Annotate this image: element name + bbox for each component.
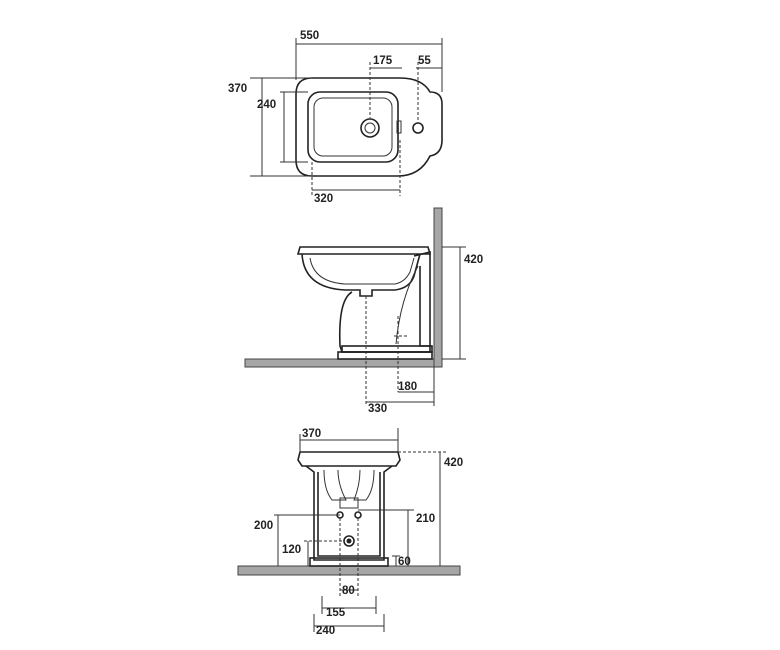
dim-front-supply-spacing: 155 — [326, 607, 346, 619]
dim-front-width: 370 — [302, 428, 321, 440]
side-view: 420 180 330 — [244, 207, 483, 415]
overflow-slot — [396, 120, 402, 134]
dim-top-bowl-length: 320 — [314, 193, 333, 205]
side-view-pedestal — [338, 291, 431, 353]
drain-icon — [360, 118, 380, 138]
tap-hole-icon — [412, 122, 424, 134]
dim-top-inner-depth: 240 — [257, 99, 276, 111]
dim-side-waste-wall: 180 — [398, 381, 417, 393]
front-view-rim — [297, 451, 401, 467]
waste-outlet-icon — [343, 535, 355, 547]
dim-top-depth: 370 — [228, 83, 247, 95]
side-view-base — [341, 345, 433, 353]
side-view-bowl — [301, 253, 421, 297]
side-view-rim — [296, 246, 432, 255]
dim-top-hole-offset: 175 — [373, 55, 393, 67]
top-view-rim — [295, 77, 443, 177]
dim-top-width: 550 — [300, 30, 319, 42]
waste-outlet-center-icon — [346, 538, 352, 544]
dim-front-waste-height: 120 — [282, 544, 301, 556]
dim-front-height: 420 — [444, 457, 463, 469]
top-view-bowl — [307, 91, 399, 163]
dim-front-supply-height: 200 — [254, 520, 273, 532]
drain-inner-icon — [364, 122, 376, 134]
side-view-plinth — [337, 351, 433, 360]
front-view-body — [305, 465, 393, 561]
side-view-wall — [433, 207, 443, 368]
dim-front-supply-height-right: 210 — [416, 513, 435, 525]
front-view-floor — [237, 565, 461, 576]
top-view-bowl-inner — [313, 97, 393, 157]
dim-front-base-height: 60 — [398, 556, 411, 568]
front-view: 370 420 200 210 120 60 80 155 — [237, 428, 463, 637]
fix-hole-right-icon — [354, 511, 362, 519]
front-view-base — [309, 557, 389, 567]
dim-side-height: 420 — [464, 254, 483, 266]
top-view: 550 175 55 370 240 320 — [228, 30, 443, 205]
dim-front-waste-width: 80 — [342, 585, 355, 597]
dim-side-fix-wall: 330 — [368, 403, 387, 415]
dim-top-tap-offset: 55 — [418, 55, 431, 67]
dim-front-fix-spacing: 240 — [316, 625, 335, 637]
front-view-waste-box — [339, 497, 359, 509]
side-view-floor — [244, 358, 435, 368]
